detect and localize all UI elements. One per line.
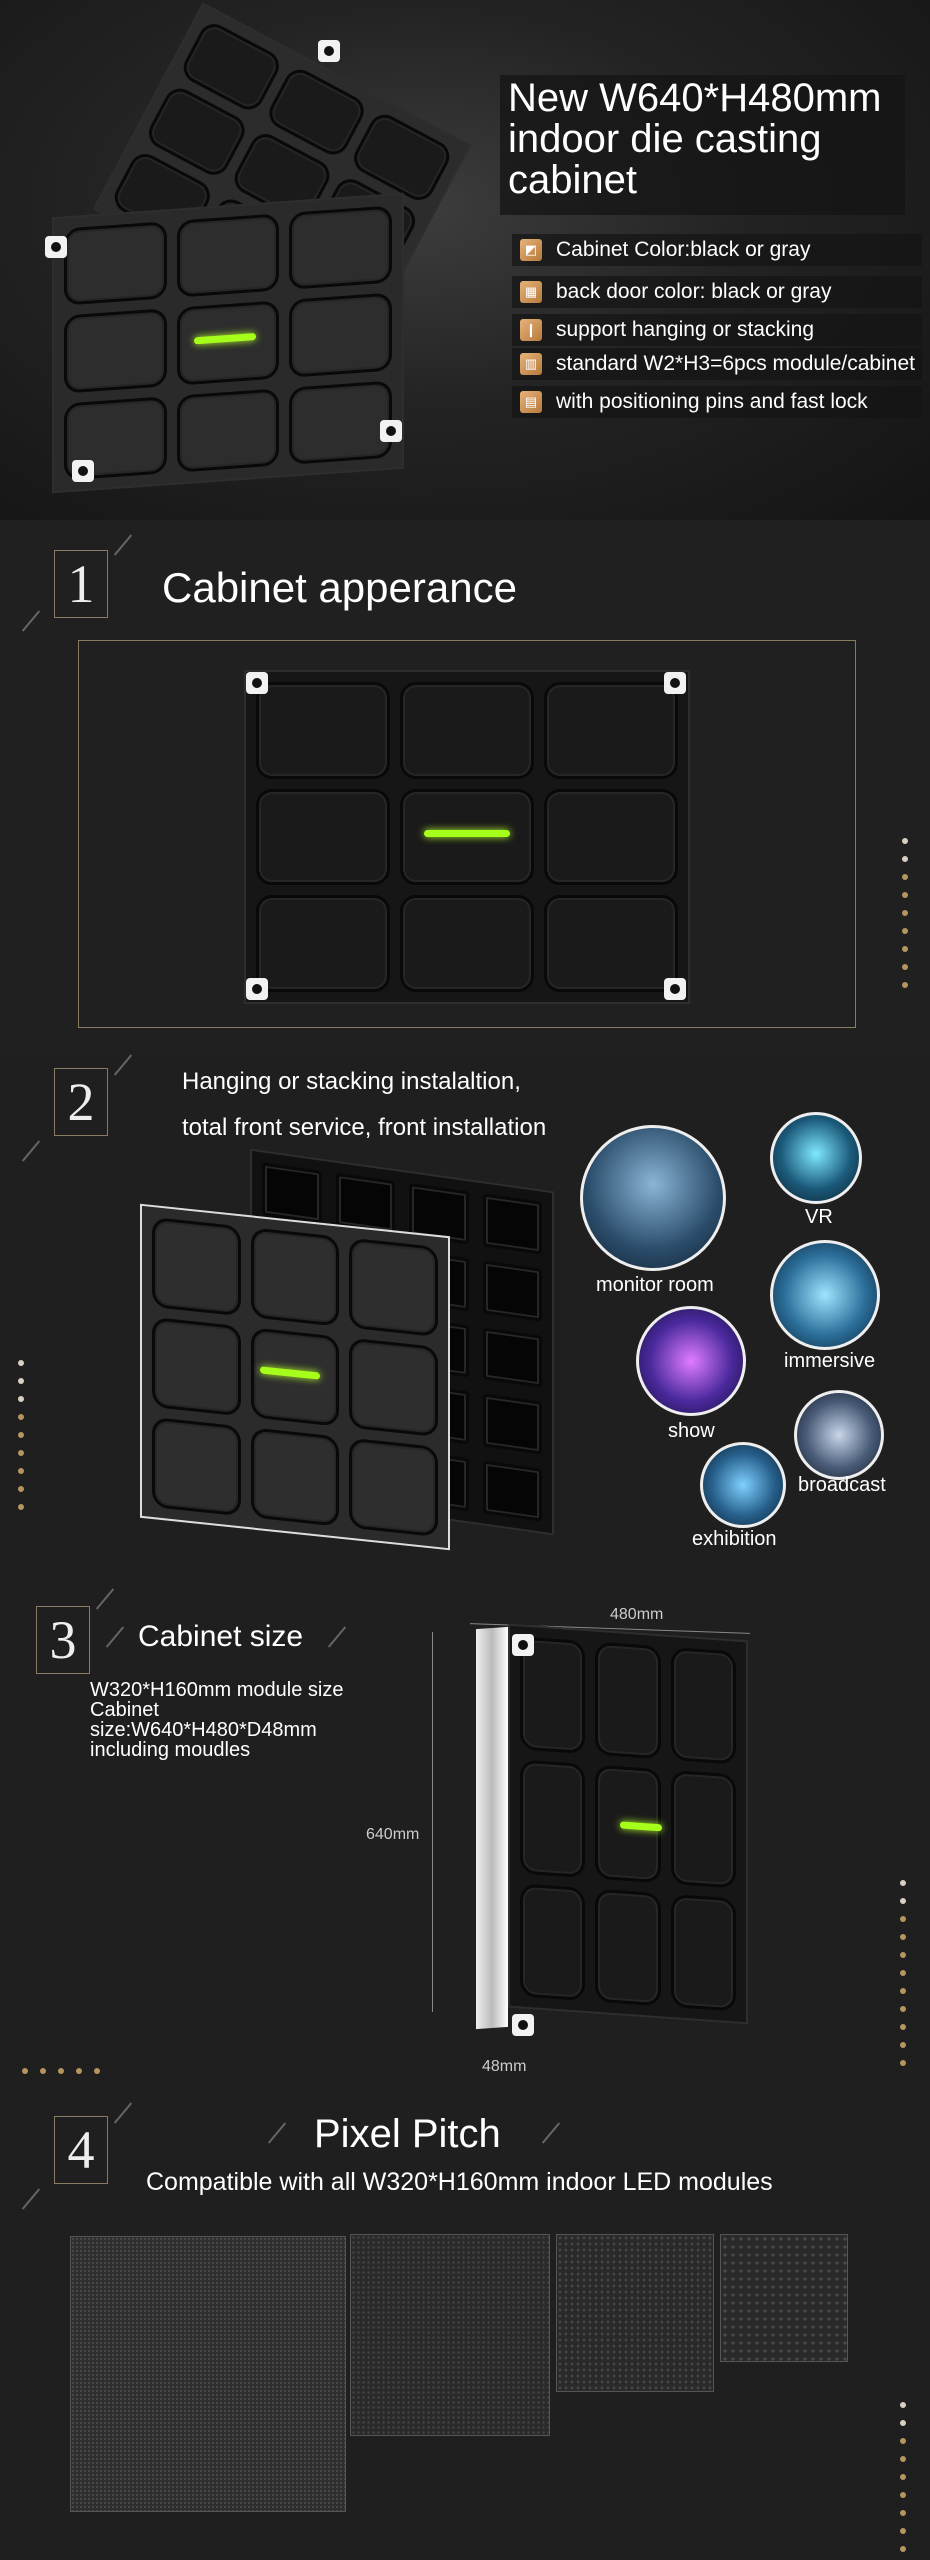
grid-icon: ▦ <box>520 281 542 303</box>
cabinet-perspective-image <box>508 1623 748 2025</box>
feature-item: ❙support hanging or stacking <box>512 314 922 346</box>
decor-slash <box>113 534 133 556</box>
decor-slash <box>113 2102 133 2124</box>
decor-dots <box>18 1360 24 1510</box>
decor-slash <box>21 610 41 632</box>
app-label-exhibition: exhibition <box>692 1528 777 1550</box>
section-number: 4 <box>54 2116 108 2184</box>
app-label-broadcast: broadcast <box>798 1474 886 1496</box>
decor-slash <box>327 1626 347 1648</box>
lock-icon <box>246 672 268 694</box>
lock-icon <box>664 978 686 1000</box>
vertical-bar-icon: ❙ <box>520 319 542 341</box>
width-label: 480mm <box>610 1606 664 1623</box>
decor-slash <box>105 1626 125 1648</box>
exhibition-image <box>700 1442 786 1528</box>
section-installation: 2 Hanging or stacking instalaltion, tota… <box>0 1050 930 1570</box>
decor-dots <box>900 1880 906 2066</box>
hero-title-box <box>500 75 905 215</box>
decor-slash <box>21 1140 41 1162</box>
lock-icon <box>72 460 94 482</box>
app-label-monitor-room: monitor room <box>596 1274 714 1296</box>
feature-item: ▦back door color: black or gray <box>512 276 922 308</box>
size-description: W320*H160mm module size Cabinet size:W64… <box>90 1679 344 1761</box>
decor-dots <box>900 2402 906 2552</box>
cabinet-front-image <box>140 1203 450 1551</box>
decor-slash <box>95 1588 115 1610</box>
lock-icon <box>512 1634 534 1656</box>
decor-dots-horizontal <box>22 2068 100 2074</box>
cabinet-side-rail <box>476 1626 508 2030</box>
installation-line-2: total front service, front installation <box>182 1114 547 1141</box>
decor-slash <box>21 2188 41 2210</box>
section-number: 2 <box>54 1068 108 1136</box>
section-pixel-pitch: 4 Pixel Pitch Compatible with all W320*H… <box>0 2090 930 2560</box>
decor-dots <box>902 838 908 988</box>
led-module-panel <box>556 2234 714 2392</box>
height-dimension-line <box>432 1632 433 2012</box>
hero-banner: New W640*H480mm indoor die casting cabin… <box>0 0 930 520</box>
feature-item: ◩Cabinet Color:black or gray <box>512 234 922 266</box>
section-number: 1 <box>54 550 108 618</box>
show-image <box>636 1306 746 1416</box>
lock-icon <box>318 40 340 62</box>
led-module-panel <box>350 2234 550 2436</box>
section-number: 3 <box>36 1606 90 1674</box>
vr-image <box>770 1112 862 1204</box>
cabinet-front-image <box>244 670 690 1004</box>
lock-icon <box>380 420 402 442</box>
broadcast-image <box>794 1390 884 1480</box>
image-frame <box>78 640 856 1028</box>
lock-icon <box>664 672 686 694</box>
hero-title: New W640*H480mm indoor die casting cabin… <box>508 76 882 202</box>
lock-icon <box>512 2014 534 2036</box>
decor-slash <box>113 1054 133 1076</box>
app-label-show: show <box>668 1420 715 1442</box>
section-title: Cabinet size <box>138 1620 304 1653</box>
feature-item: ▤with positioning pins and fast lock <box>512 386 922 418</box>
section-cabinet-appearance: 1 Cabinet apperance <box>0 520 930 1050</box>
decor-slash <box>267 2122 287 2144</box>
section-cabinet-size: 3 Cabinet size W320*H160mm module size C… <box>0 1570 930 2090</box>
color-swatch-icon: ◩ <box>520 239 542 261</box>
feature-item: ▥standard W2*H3=6pcs module/cabinet <box>512 348 922 380</box>
depth-label: 48mm <box>482 2058 527 2075</box>
decor-slash <box>541 2122 561 2144</box>
section-title: Pixel Pitch <box>314 2112 501 2156</box>
lock-icon <box>45 236 67 258</box>
led-module-panel <box>720 2234 848 2362</box>
section-title: Cabinet apperance <box>162 564 517 611</box>
section-subtitle: Compatible with all W320*H160mm indoor L… <box>146 2168 773 2196</box>
columns-icon: ▤ <box>520 391 542 413</box>
building-icon: ▥ <box>520 353 542 375</box>
height-label: 640mm <box>366 1826 420 1843</box>
led-module-panel <box>70 2236 346 2512</box>
app-label-vr: VR <box>805 1206 833 1228</box>
installation-line-1: Hanging or stacking instalaltion, <box>182 1068 521 1095</box>
lock-icon <box>246 978 268 1000</box>
monitor-room-image <box>580 1125 726 1271</box>
app-label-immersive: immersive <box>784 1350 876 1372</box>
immersive-image <box>770 1240 880 1350</box>
front-cabinet-image <box>52 192 404 494</box>
